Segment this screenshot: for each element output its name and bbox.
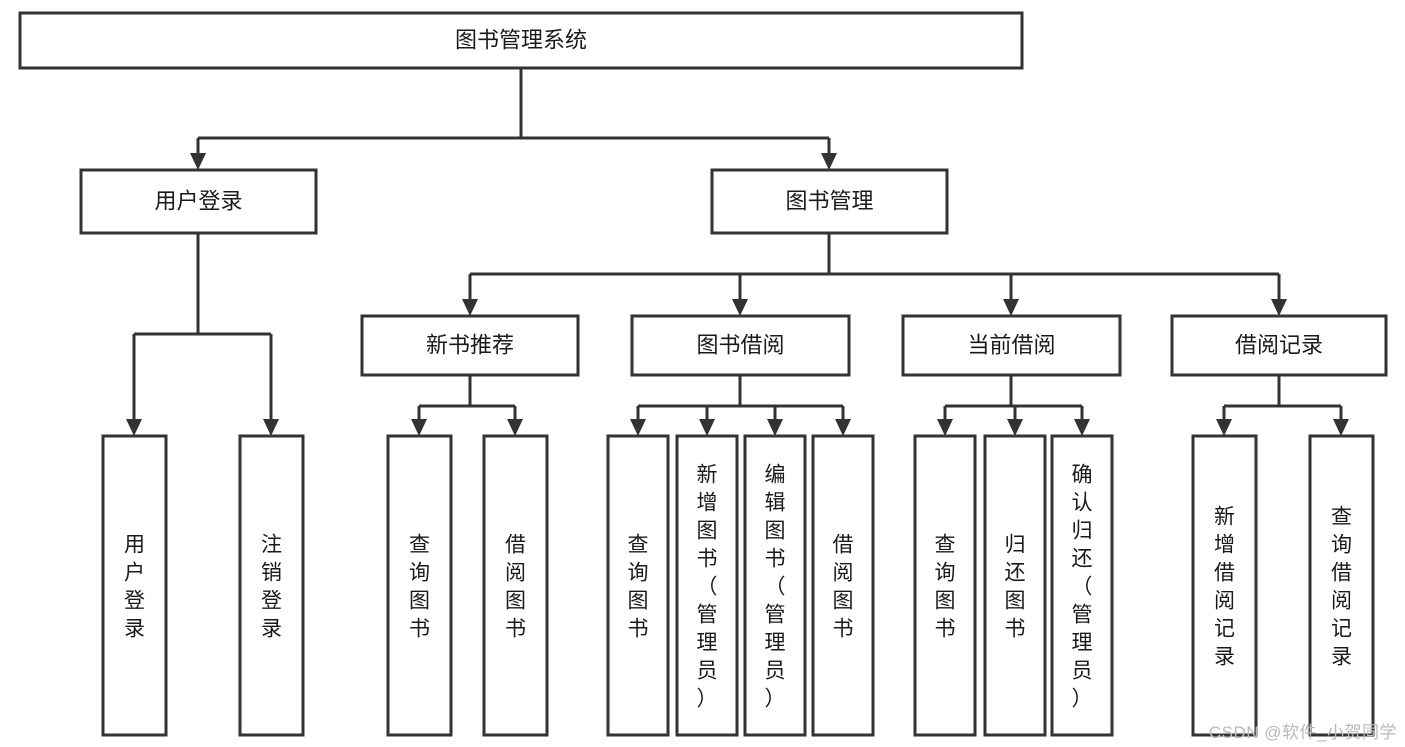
node-box-leaf-return-book[interactable] (983, 434, 1047, 737)
node-box-new-book-recommend[interactable] (360, 314, 580, 377)
node-box-leaf-user-login[interactable] (101, 434, 168, 737)
node-box-leaf-query-book-1[interactable] (386, 434, 453, 737)
connector-record-to-leaves (1216, 375, 1349, 436)
connectors-layer (126, 68, 1349, 436)
node-label-leaf-add-book: 新增图书（管理员） (697, 463, 718, 710)
nodes-layer: 图书管理系统用户登录图书管理新书推荐图书借阅当前借阅借阅记录用户登录注销登录查询… (18, 11, 1388, 737)
node-current-borrow[interactable]: 当前借阅 (901, 314, 1122, 377)
node-box-borrow-record[interactable] (1170, 314, 1388, 377)
node-borrow-record[interactable]: 借阅记录 (1170, 314, 1388, 377)
node-leaf-query-book-2[interactable]: 查询图书 (606, 434, 670, 737)
node-box-user-login[interactable] (79, 168, 318, 235)
node-label-book-borrow: 图书借阅 (696, 332, 784, 357)
node-box-leaf-edit-book[interactable] (743, 434, 807, 737)
node-leaf-edit-book[interactable]: 编辑图书（管理员） (743, 434, 807, 737)
connector-recommend-to-leaves (411, 375, 523, 436)
node-leaf-query-book-3[interactable]: 查询图书 (913, 434, 977, 737)
node-leaf-query-book-1[interactable]: 查询图书 (386, 434, 453, 737)
connector-current-to-leaves (937, 375, 1090, 436)
node-label-leaf-confirm-return: 确认归还（管理员） (1072, 463, 1093, 710)
node-label-book-manage: 图书管理 (785, 188, 873, 213)
node-box-leaf-confirm-return[interactable] (1050, 434, 1114, 737)
node-box-book-borrow[interactable] (630, 314, 851, 377)
node-label-leaf-query-book-3: 查询图书 (935, 533, 956, 640)
node-leaf-add-book[interactable]: 新增图书（管理员） (675, 434, 739, 737)
node-label-leaf-edit-book: 编辑图书（管理员） (765, 463, 786, 710)
watermark-text: CSDN @软件_小贺同学 (1208, 723, 1397, 742)
node-box-leaf-borrow-book-1[interactable] (482, 434, 549, 737)
node-book-manage[interactable]: 图书管理 (710, 168, 949, 235)
node-box-leaf-borrow-book-2[interactable] (811, 434, 875, 737)
node-leaf-borrow-book-2[interactable]: 借阅图书 (811, 434, 875, 737)
node-label-leaf-borrow-book-2: 借阅图书 (833, 533, 854, 640)
node-user-login[interactable]: 用户登录 (79, 168, 318, 235)
node-label-leaf-borrow-book-1: 借阅图书 (505, 533, 526, 640)
node-label-leaf-query-record: 查询借阅记录 (1331, 505, 1352, 668)
node-root[interactable]: 图书管理系统 (18, 11, 1024, 70)
node-box-current-borrow[interactable] (901, 314, 1122, 377)
node-label-current-borrow: 当前借阅 (967, 332, 1055, 357)
node-label-leaf-return-book: 归还图书 (1005, 533, 1026, 640)
node-leaf-logout[interactable]: 注销登录 (238, 434, 305, 737)
node-label-borrow-record: 借阅记录 (1235, 332, 1323, 357)
node-label-new-book-recommend: 新书推荐 (426, 332, 514, 357)
node-leaf-add-record[interactable]: 新增借阅记录 (1191, 434, 1258, 737)
node-box-root[interactable] (18, 11, 1024, 70)
node-box-leaf-query-record[interactable] (1308, 434, 1375, 737)
connector-borrow-to-leaves (630, 375, 851, 436)
node-label-leaf-user-login: 用户登录 (124, 533, 145, 640)
node-leaf-borrow-book-1[interactable]: 借阅图书 (482, 434, 549, 737)
node-label-user-login: 用户登录 (154, 188, 242, 213)
node-label-leaf-query-book-2: 查询图书 (628, 533, 649, 640)
node-label-root: 图书管理系统 (455, 27, 587, 52)
node-label-leaf-query-book-1: 查询图书 (409, 533, 430, 640)
node-label-leaf-logout: 注销登录 (261, 533, 282, 640)
node-label-leaf-add-record: 新增借阅记录 (1214, 505, 1235, 668)
node-book-borrow[interactable]: 图书借阅 (630, 314, 851, 377)
node-box-leaf-add-book[interactable] (675, 434, 739, 737)
node-box-leaf-add-record[interactable] (1191, 434, 1258, 737)
connector-userlogin-to-leaves (126, 233, 279, 436)
connector-root-to-level2 (190, 68, 837, 170)
node-leaf-return-book[interactable]: 归还图书 (983, 434, 1047, 737)
node-box-leaf-query-book-3[interactable] (913, 434, 977, 737)
node-leaf-confirm-return[interactable]: 确认归还（管理员） (1050, 434, 1114, 737)
node-leaf-query-record[interactable]: 查询借阅记录 (1308, 434, 1375, 737)
node-new-book-recommend[interactable]: 新书推荐 (360, 314, 580, 377)
node-leaf-user-login[interactable]: 用户登录 (101, 434, 168, 737)
connector-bookmanage-to-level3 (462, 233, 1287, 316)
node-box-leaf-query-book-2[interactable] (606, 434, 670, 737)
node-box-book-manage[interactable] (710, 168, 949, 235)
node-box-leaf-logout[interactable] (238, 434, 305, 737)
